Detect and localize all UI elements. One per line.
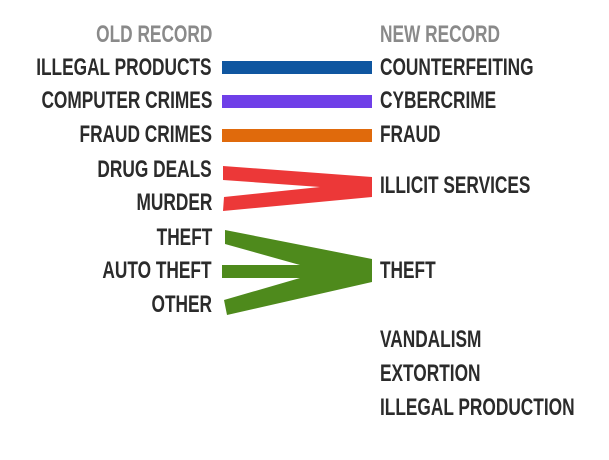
connector-cybercrime (222, 95, 372, 108)
new-record-fraud: FRAUD (380, 121, 441, 148)
connector-theft (222, 230, 372, 315)
old-record-drug-deals: DRUG DEALS (97, 156, 212, 183)
old-record-auto-theft: AUTO THEFT (102, 257, 212, 284)
old-record-header: OLD RECORD (95, 21, 212, 48)
new-record-counterfeiting: COUNTERFEITING (380, 54, 534, 81)
connector-counterfeiting (222, 61, 372, 74)
connector-fraud (222, 129, 372, 142)
connector-illicit-services (223, 166, 372, 211)
new-record-illicit-services: ILLICIT SERVICES (380, 172, 531, 199)
new-record-extortion: EXTORTION (380, 360, 481, 387)
new-record-illegal-production: ILLEGAL PRODUCTION (380, 394, 575, 421)
new-record-header: NEW RECORD (380, 21, 501, 48)
new-record-cybercrime: CYBERCRIME (380, 87, 497, 114)
old-record-murder: MURDER (136, 189, 212, 216)
new-record-theft: THEFT (380, 257, 436, 284)
old-record-computer-crimes: COMPUTER CRIMES (41, 87, 212, 114)
old-record-theft: THEFT (156, 224, 212, 251)
old-record-other: OTHER (151, 291, 212, 318)
new-record-vandalism: VANDALISM (380, 326, 482, 353)
old-record-fraud-crimes: FRAUD CRIMES (79, 121, 212, 148)
old-record-illegal-products: ILLEGAL PRODUCTS (36, 54, 212, 81)
